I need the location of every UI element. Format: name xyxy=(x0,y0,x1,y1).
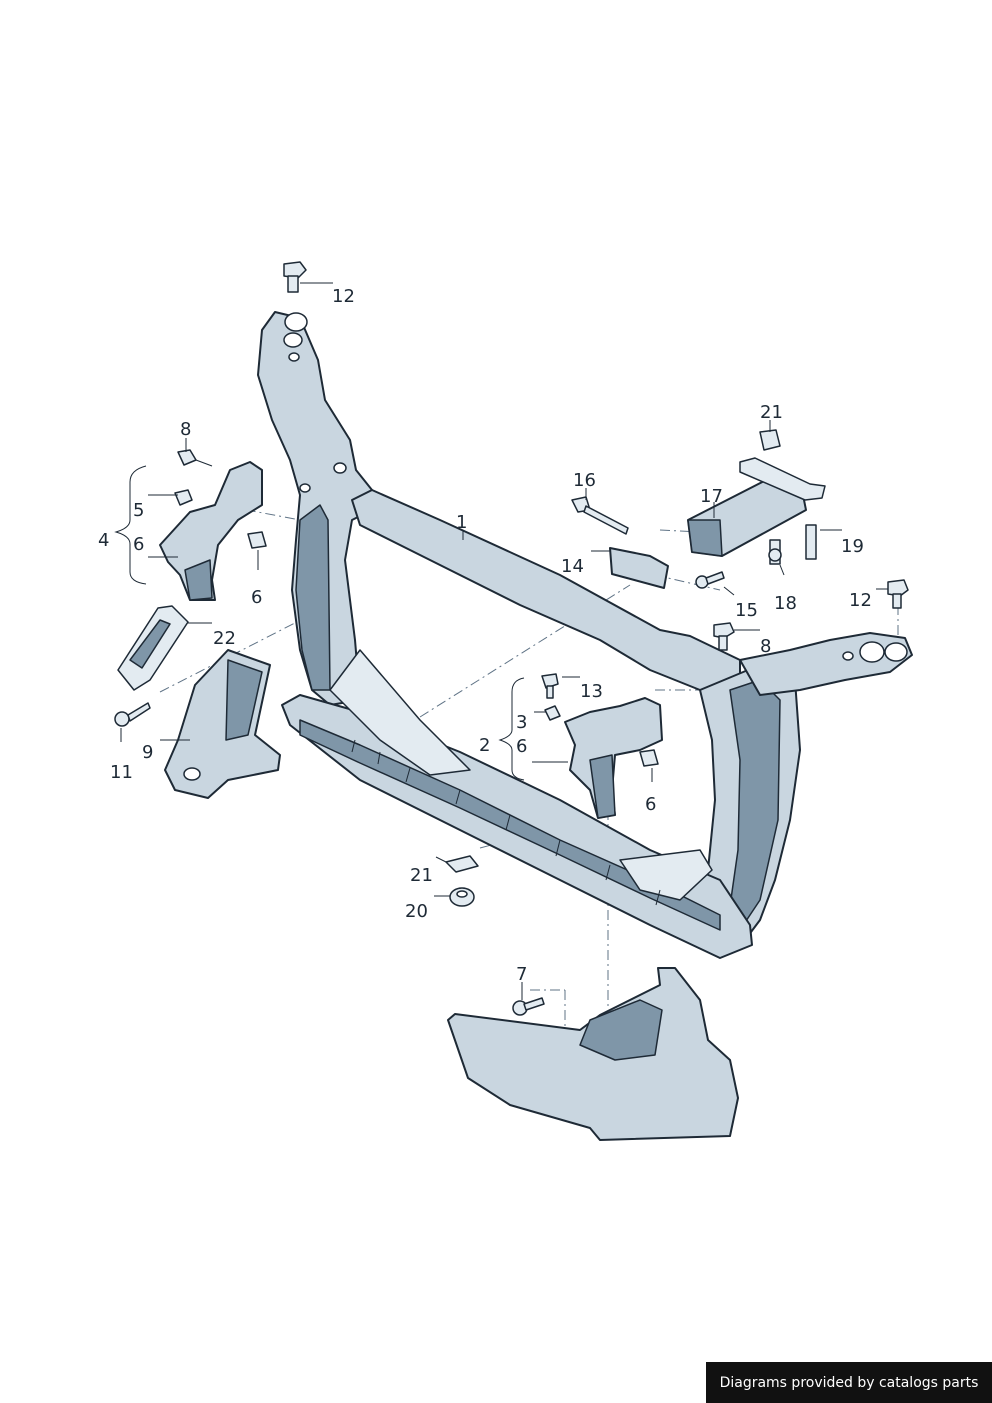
callout-13: 13 xyxy=(580,681,603,702)
callout-1: 1 xyxy=(456,512,467,533)
tube-bracket-assembly xyxy=(687,429,826,565)
callout-12-right: 12 xyxy=(849,590,872,611)
callout-6-center-lower: 6 xyxy=(645,794,656,815)
bolt-7 xyxy=(512,997,545,1016)
part-9-bracket xyxy=(164,649,281,799)
callout-18: 18 xyxy=(774,593,797,614)
clip-nut-21 xyxy=(445,855,479,873)
callout-2: 2 xyxy=(479,735,490,756)
callout-11: 11 xyxy=(110,762,133,783)
bolt-12-right xyxy=(887,579,909,609)
callout-4: 4 xyxy=(98,530,109,551)
part-22-guide xyxy=(117,605,189,691)
callout-19: 19 xyxy=(841,536,864,557)
group-braces xyxy=(114,465,525,781)
callout-21-lower: 21 xyxy=(410,865,433,886)
callout-12-top: 12 xyxy=(332,286,355,307)
callout-21-top: 21 xyxy=(760,402,783,423)
callout-9: 9 xyxy=(142,742,153,763)
callout-8-right: 8 xyxy=(760,636,771,657)
bolt-15 xyxy=(695,571,725,589)
callout-8-left: 8 xyxy=(180,419,191,440)
bolt-11 xyxy=(114,702,151,727)
collar-nut-20 xyxy=(449,887,475,907)
callout-6-center: 6 xyxy=(516,736,527,757)
callout-17: 17 xyxy=(700,486,723,507)
part-14-plate xyxy=(609,547,669,589)
callout-labels: 12 8 5 4 6 6 22 9 11 1 16 17 21 19 14 15… xyxy=(98,286,872,985)
front-carrier-frame xyxy=(257,311,913,959)
left-bracket-assembly xyxy=(159,449,267,601)
callout-6-left-lower: 6 xyxy=(251,587,262,608)
callout-5: 5 xyxy=(133,500,144,521)
callout-6-left: 6 xyxy=(133,534,144,555)
callout-3: 3 xyxy=(516,712,527,733)
callout-22: 22 xyxy=(213,628,236,649)
credit-banner: Diagrams provided by catalogs parts xyxy=(706,1362,992,1403)
bolt-16 xyxy=(571,496,629,535)
callout-20: 20 xyxy=(405,901,428,922)
center-bracket-assembly xyxy=(541,673,663,819)
credit-text: Diagrams provided by catalogs parts xyxy=(719,1374,979,1391)
callout-16: 16 xyxy=(573,470,596,491)
callout-14: 14 xyxy=(561,556,584,577)
leader-lines xyxy=(120,282,888,1000)
callout-7: 7 xyxy=(516,964,527,985)
lower-bumper-bracket xyxy=(447,967,739,1141)
callout-15: 15 xyxy=(735,600,758,621)
bolt-12-top xyxy=(283,261,307,293)
bolt-8-right xyxy=(713,622,735,651)
